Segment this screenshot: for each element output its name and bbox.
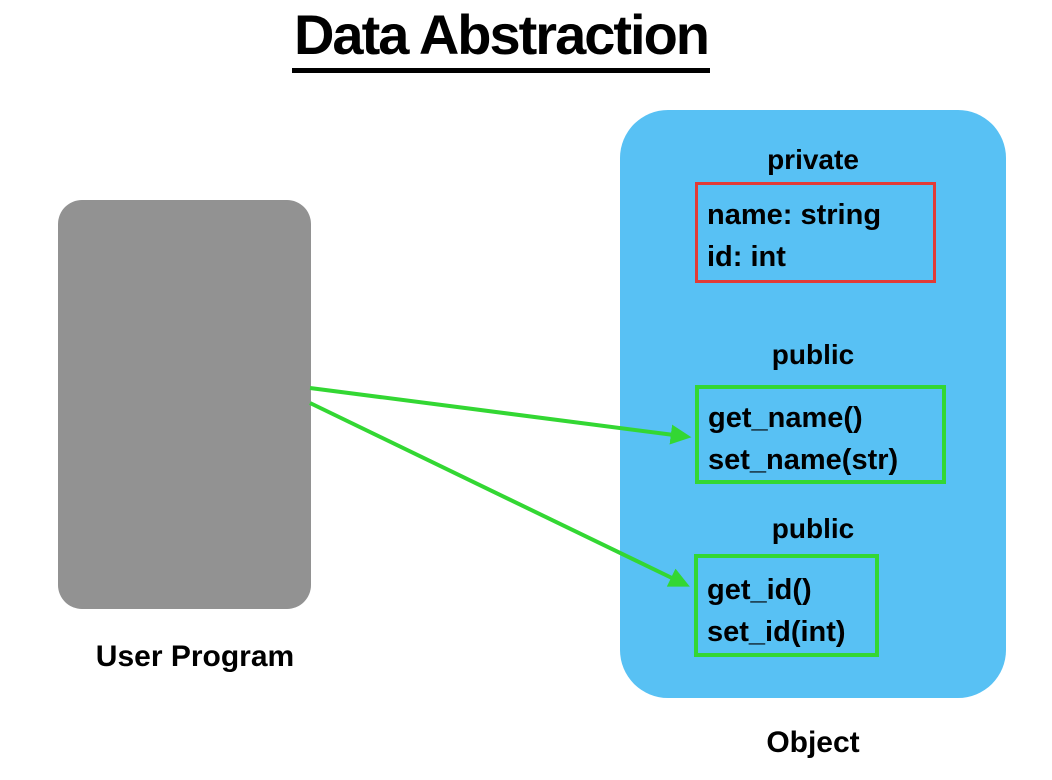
member-line: get_name() (708, 402, 863, 434)
member-line: get_id() (707, 574, 812, 606)
object-label: Object (766, 726, 860, 759)
user-program-box (58, 200, 311, 609)
access-label-public-1: public (771, 339, 855, 370)
title-wrap: Data Abstraction (0, 4, 1002, 73)
public-members-box-name: get_name() set_name(str) (695, 385, 946, 484)
member-line: set_name(str) (708, 444, 899, 476)
user-program-label: User Program (95, 640, 295, 673)
private-members-box: name: string id: int (695, 182, 936, 283)
member-line: name: string (707, 199, 882, 231)
public-members-box-id: get_id() set_id(int) (694, 554, 879, 657)
member-line: id: int (707, 241, 786, 273)
access-label-private: private (767, 144, 859, 175)
page-title: Data Abstraction (291, 4, 710, 73)
object-box (620, 110, 1006, 698)
member-line: set_id(int) (707, 616, 846, 648)
access-label-public-2: public (771, 513, 855, 544)
